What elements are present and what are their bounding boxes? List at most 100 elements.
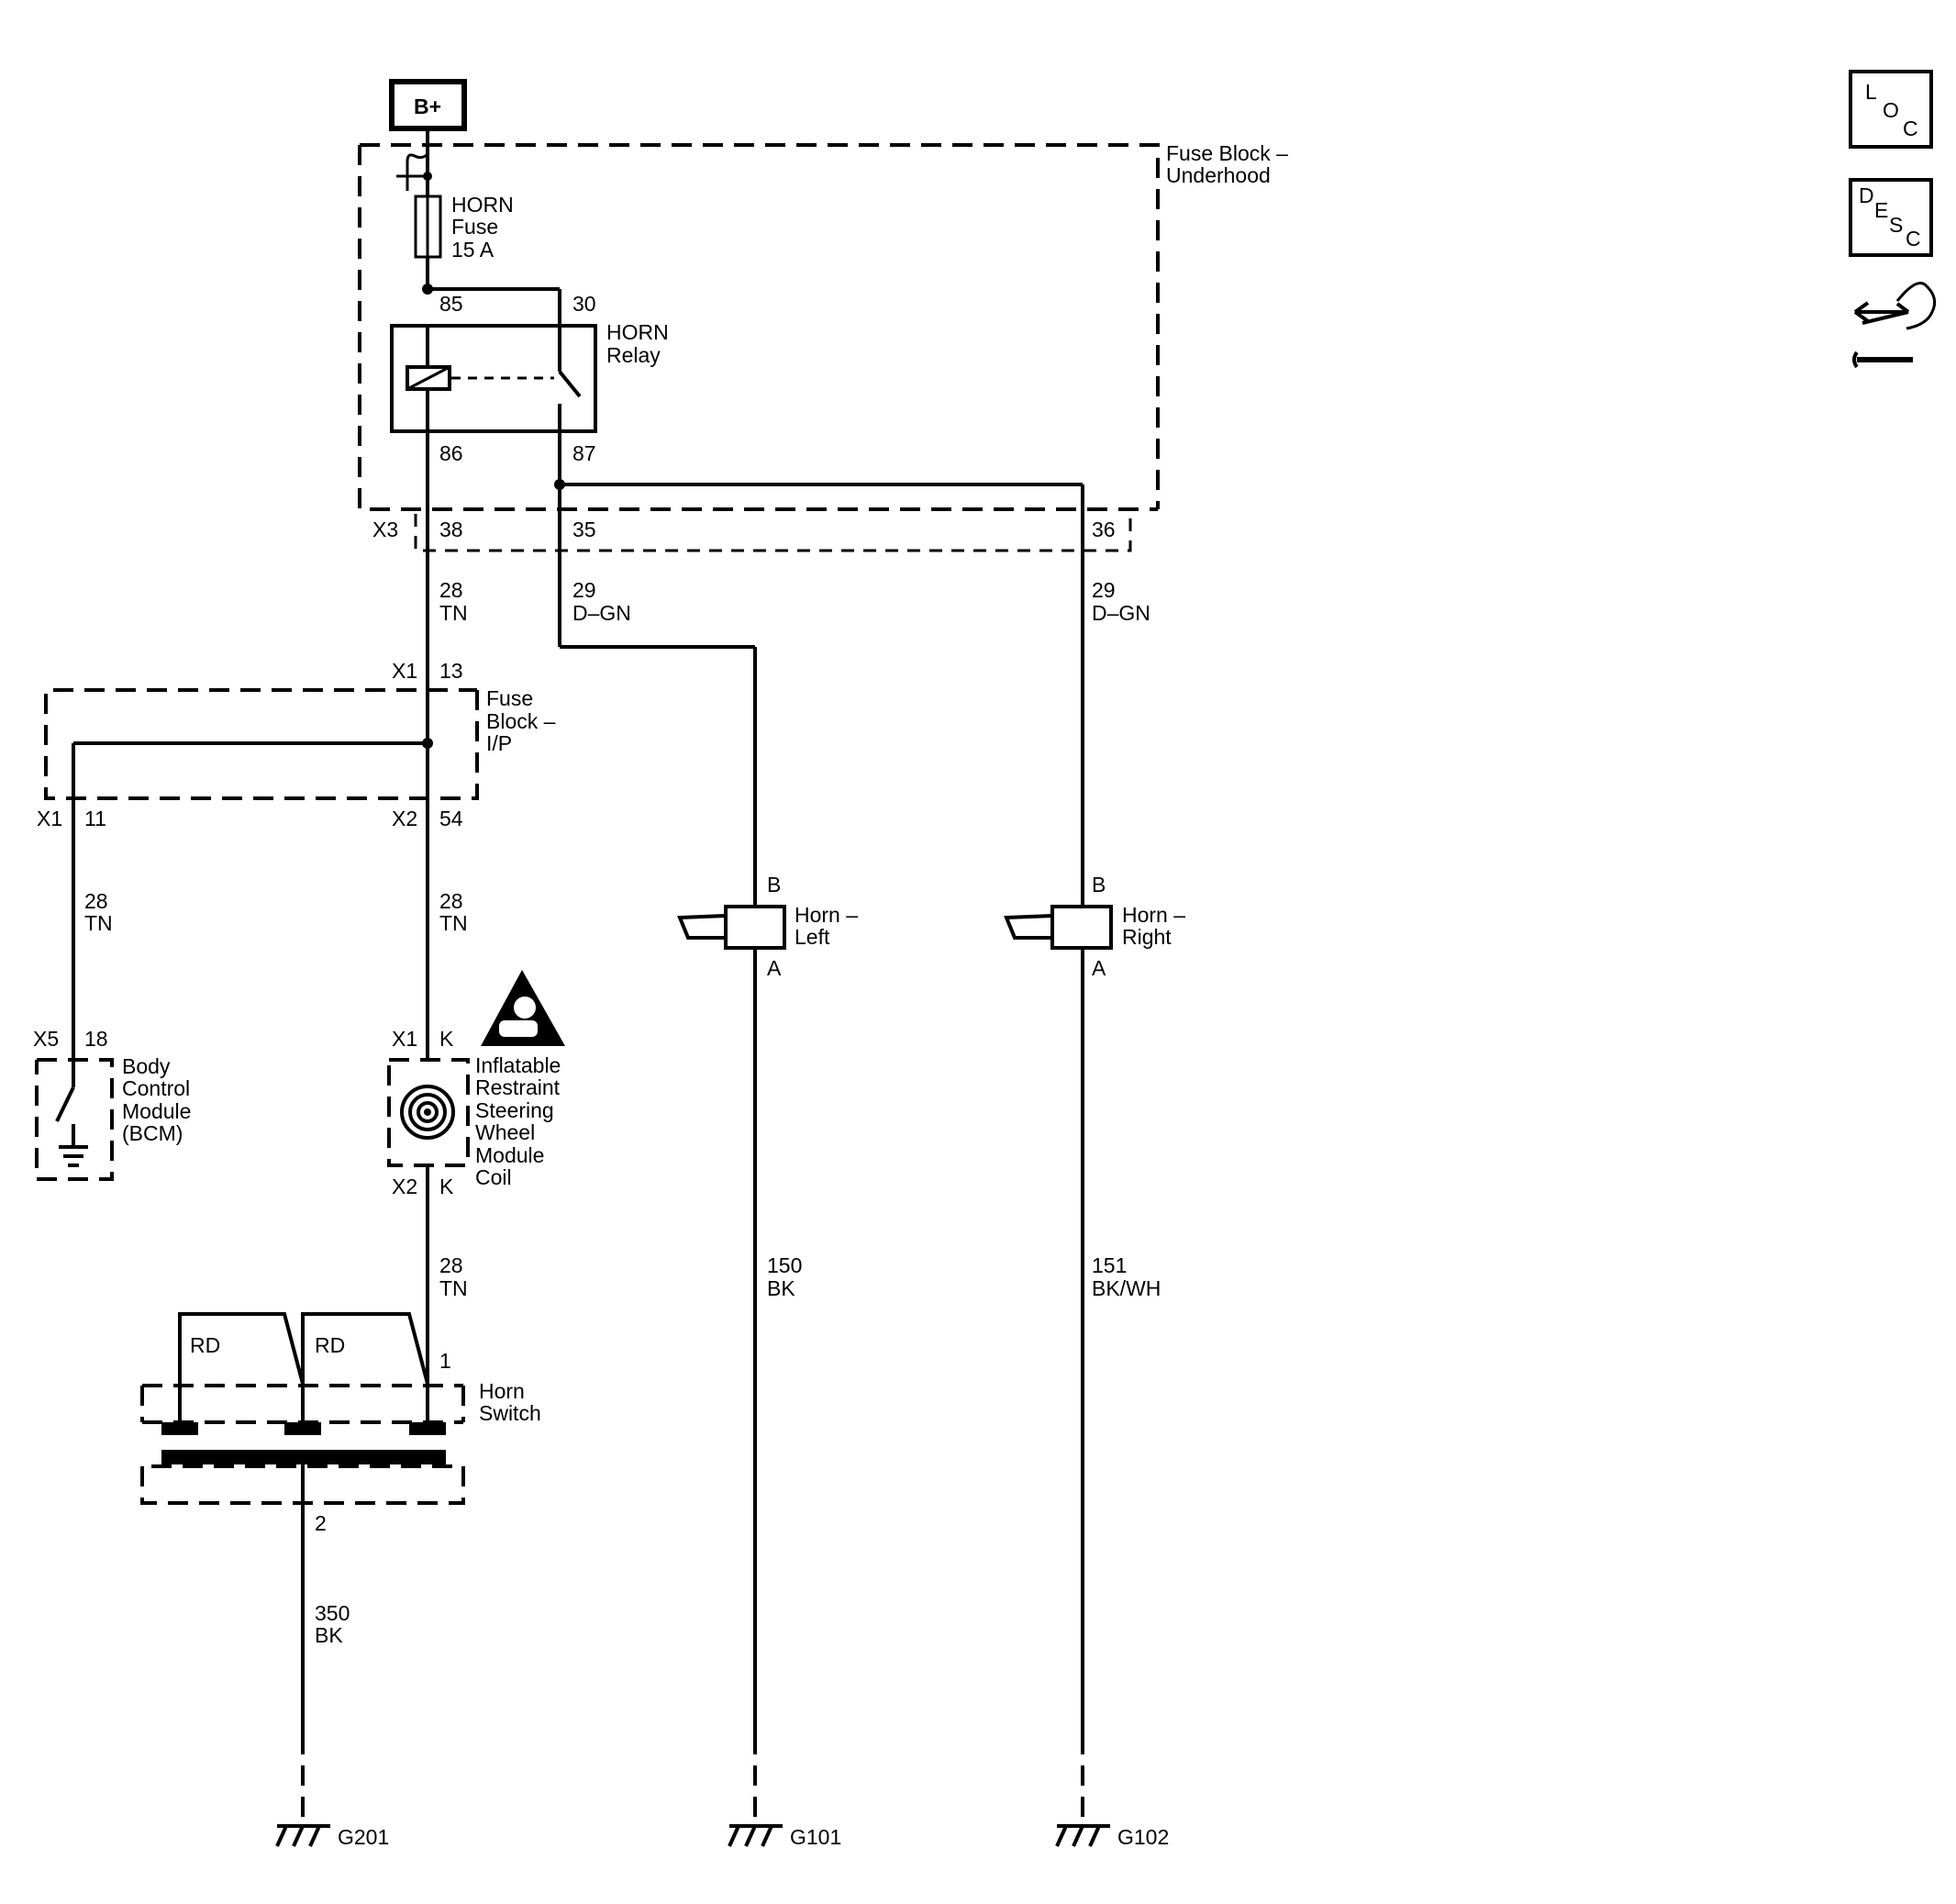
horn-switch-pin-2: 2: [315, 1511, 327, 1535]
fuse-block-underhood-label-1: Fuse Block –: [1166, 141, 1288, 165]
bcm-connector: X5: [33, 1027, 59, 1051]
horn-left-pin-a: A: [767, 956, 782, 980]
loc-letter-c: C: [1903, 117, 1918, 140]
ground-g101-label: G101: [790, 1825, 841, 1849]
coil-label-4: Wheel: [475, 1120, 535, 1144]
bcm-label-1: Body: [122, 1054, 171, 1078]
relay-pin-85: 85: [439, 292, 463, 316]
battery-positive-terminal: B+: [389, 79, 467, 131]
bcm-pin: 18: [84, 1027, 108, 1051]
wire-w9-color: BK/WH: [1092, 1276, 1161, 1300]
coil-x2: X2: [392, 1175, 417, 1198]
desc-letter-c: C: [1906, 227, 1921, 251]
ip-x1-left: X1: [37, 807, 62, 830]
horn-switch: RD RD 1 Horn Switch 2: [140, 1312, 541, 1535]
horn-left-label-1: Horn –: [795, 903, 858, 927]
horn-left: B Horn – Left A: [677, 873, 858, 980]
horn-relay-label-2: Relay: [606, 343, 661, 367]
wire-w3-color: D–GN: [1092, 601, 1150, 625]
horn-fuse: HORN Fuse 15 A: [414, 193, 514, 262]
fuse-block-ip-label-2: Block –: [486, 709, 556, 733]
wire-w5-circuit: 28: [439, 889, 463, 913]
wire-w6-circuit: 28: [439, 1253, 463, 1277]
ground-g102: G102: [1055, 1734, 1169, 1849]
relay-pin-30: 30: [572, 292, 596, 316]
coil-label-6: Coil: [475, 1165, 512, 1189]
wire-w7-circuit: 350: [315, 1601, 350, 1625]
coil-x1-pin: K: [439, 1027, 454, 1051]
x3-label: X3: [372, 518, 398, 541]
wire-w8-color: BK: [767, 1276, 795, 1300]
ground-g102-label: G102: [1117, 1825, 1169, 1849]
wire-w1-color: TN: [439, 601, 468, 625]
wire-w2-color: D–GN: [572, 601, 631, 625]
coil-x1: X1: [392, 1027, 417, 1051]
description-nav-icon[interactable]: D E S C: [1849, 178, 1933, 257]
desc-letter-d: D: [1859, 184, 1874, 207]
coil-label-2: Restraint: [475, 1075, 561, 1099]
horn-relay: 85 30 HORN Relay 86 87: [390, 292, 669, 465]
loc-letter-o: O: [1883, 98, 1899, 122]
fusible-link-symbol: [406, 152, 429, 162]
ip-x1-top: X1: [392, 659, 417, 683]
ip-pin-54: 54: [439, 807, 463, 830]
horn-switch-label-1: Horn: [479, 1379, 525, 1403]
fuse-block-underhood: Fuse Block – Underhood: [358, 141, 1288, 511]
wire-w5-color: TN: [439, 911, 468, 935]
fuse-block-ip-label-1: Fuse: [486, 686, 533, 710]
fuse-block-ip-label-3: I/P: [486, 731, 512, 755]
wire-w2-circuit: 29: [572, 578, 596, 602]
inflatable-restraint-coil: X1 K Inflatable Restraint Steering Wheel…: [387, 1027, 561, 1198]
wire-w4-color: TN: [84, 911, 113, 935]
wire-w1-circuit: 28: [439, 578, 463, 602]
wire-w8-circuit: 150: [767, 1253, 802, 1277]
wire-w3-circuit: 29: [1092, 578, 1116, 602]
wire-w9-circuit: 151: [1092, 1253, 1127, 1277]
ground-g201: G201: [275, 1734, 389, 1849]
relay-pin-87: 87: [572, 441, 596, 465]
wire-w7-color: BK: [315, 1623, 343, 1647]
horn-switch-pin-1: 1: [439, 1349, 451, 1373]
horn-fuse-label-2: Fuse: [451, 215, 498, 239]
ground-g201-label: G201: [338, 1825, 389, 1849]
ip-pin-13: 13: [439, 659, 463, 683]
horn-right-pin-b: B: [1092, 873, 1106, 896]
fuse-block-ip: X1 13 Fuse Block – I/P X1 11 X2 54: [37, 659, 556, 1060]
bcm-label-4: (BCM): [122, 1121, 183, 1145]
ground-g101: G101: [728, 1734, 841, 1849]
horn-switch-rd-2: RD: [315, 1333, 345, 1357]
ip-x2: X2: [392, 807, 417, 830]
horn-left-pin-b: B: [767, 873, 781, 896]
connector-x3: X3 38 35 36: [372, 514, 1132, 552]
connector-end-view-icon[interactable]: [1852, 282, 1937, 369]
body-control-module: X5 18 Body Control Module (BCM): [33, 1027, 191, 1181]
horn-fuse-label-1: HORN: [451, 193, 514, 217]
coil-label-3: Steering: [475, 1098, 554, 1122]
bcm-label-2: Control: [122, 1076, 190, 1100]
desc-letter-e: E: [1874, 198, 1888, 222]
loc-letter-l: L: [1865, 80, 1877, 104]
location-nav-icon[interactable]: L O C: [1849, 70, 1933, 149]
wire-w6-color: TN: [439, 1276, 468, 1300]
coil-x2-pin: K: [439, 1175, 454, 1198]
ip-pin-11: 11: [84, 807, 106, 830]
horn-fuse-label-3: 15 A: [451, 238, 495, 262]
horn-right-label-1: Horn –: [1122, 903, 1185, 927]
horn-right-label-2: Right: [1122, 925, 1172, 949]
x3-pin-36: 36: [1092, 518, 1116, 541]
airbag-warning-icon: [481, 970, 565, 1046]
relay-pin-86: 86: [439, 441, 463, 465]
horn-switch-label-2: Switch: [479, 1401, 541, 1425]
horn-switch-rd-1: RD: [190, 1333, 220, 1357]
horn-relay-label-1: HORN: [606, 320, 669, 344]
x3-pin-38: 38: [439, 518, 463, 541]
desc-letter-s: S: [1889, 213, 1903, 237]
wire-w4-circuit: 28: [84, 889, 108, 913]
horn-right-pin-a: A: [1092, 956, 1106, 980]
b-plus-label: B+: [414, 95, 441, 118]
horn-right: B Horn – Right A: [1004, 873, 1185, 980]
coil-label-1: Inflatable: [475, 1053, 561, 1077]
fuse-block-underhood-label-2: Underhood: [1166, 163, 1271, 187]
bcm-label-3: Module: [122, 1099, 191, 1123]
